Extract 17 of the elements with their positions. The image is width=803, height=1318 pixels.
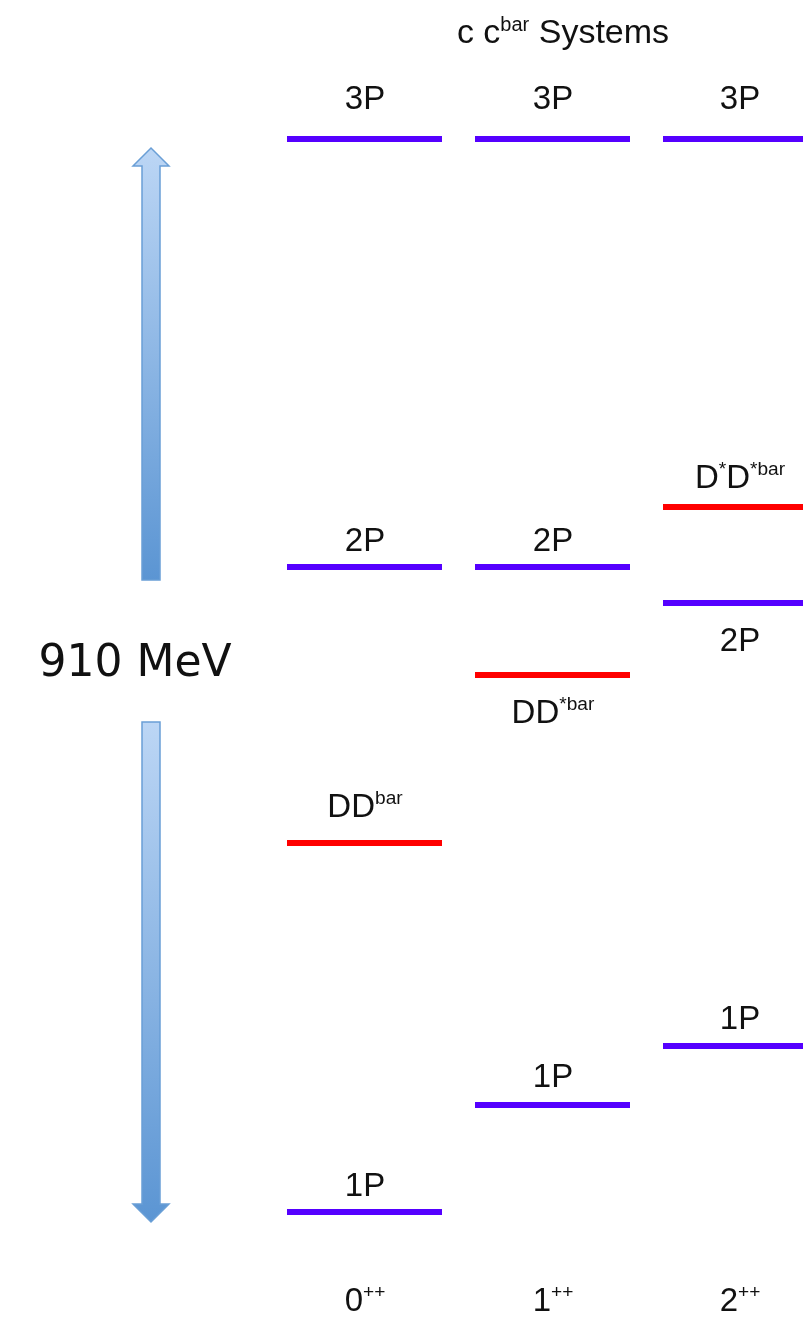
level-label: 3P	[719, 79, 761, 117]
quantum-number-label: 0$^{++}$	[344, 1281, 386, 1318]
level-label: 2P	[344, 521, 386, 559]
level-label: 2P	[532, 521, 574, 559]
level-label: DD$^{bar}$	[327, 787, 403, 825]
level-label: 1P	[719, 999, 761, 1037]
dimension-label: 910 MeV	[38, 634, 232, 686]
level-label: 2P	[719, 621, 761, 659]
quantum-number-label: 2$^{++}$	[719, 1281, 761, 1318]
level-label: 3P	[532, 79, 574, 117]
quantum-number-label: 1$^{++}$	[532, 1281, 574, 1318]
title: c c$^{bar}$ Systems	[455, 12, 671, 51]
level-label: DD$^{*bar}$	[511, 693, 595, 731]
level-label: 3P	[344, 79, 386, 117]
level-label: 1P	[344, 1166, 386, 1204]
level-label: D$^{*}$D$^{*bar}$	[694, 458, 786, 496]
level-label: 1P	[532, 1057, 574, 1095]
